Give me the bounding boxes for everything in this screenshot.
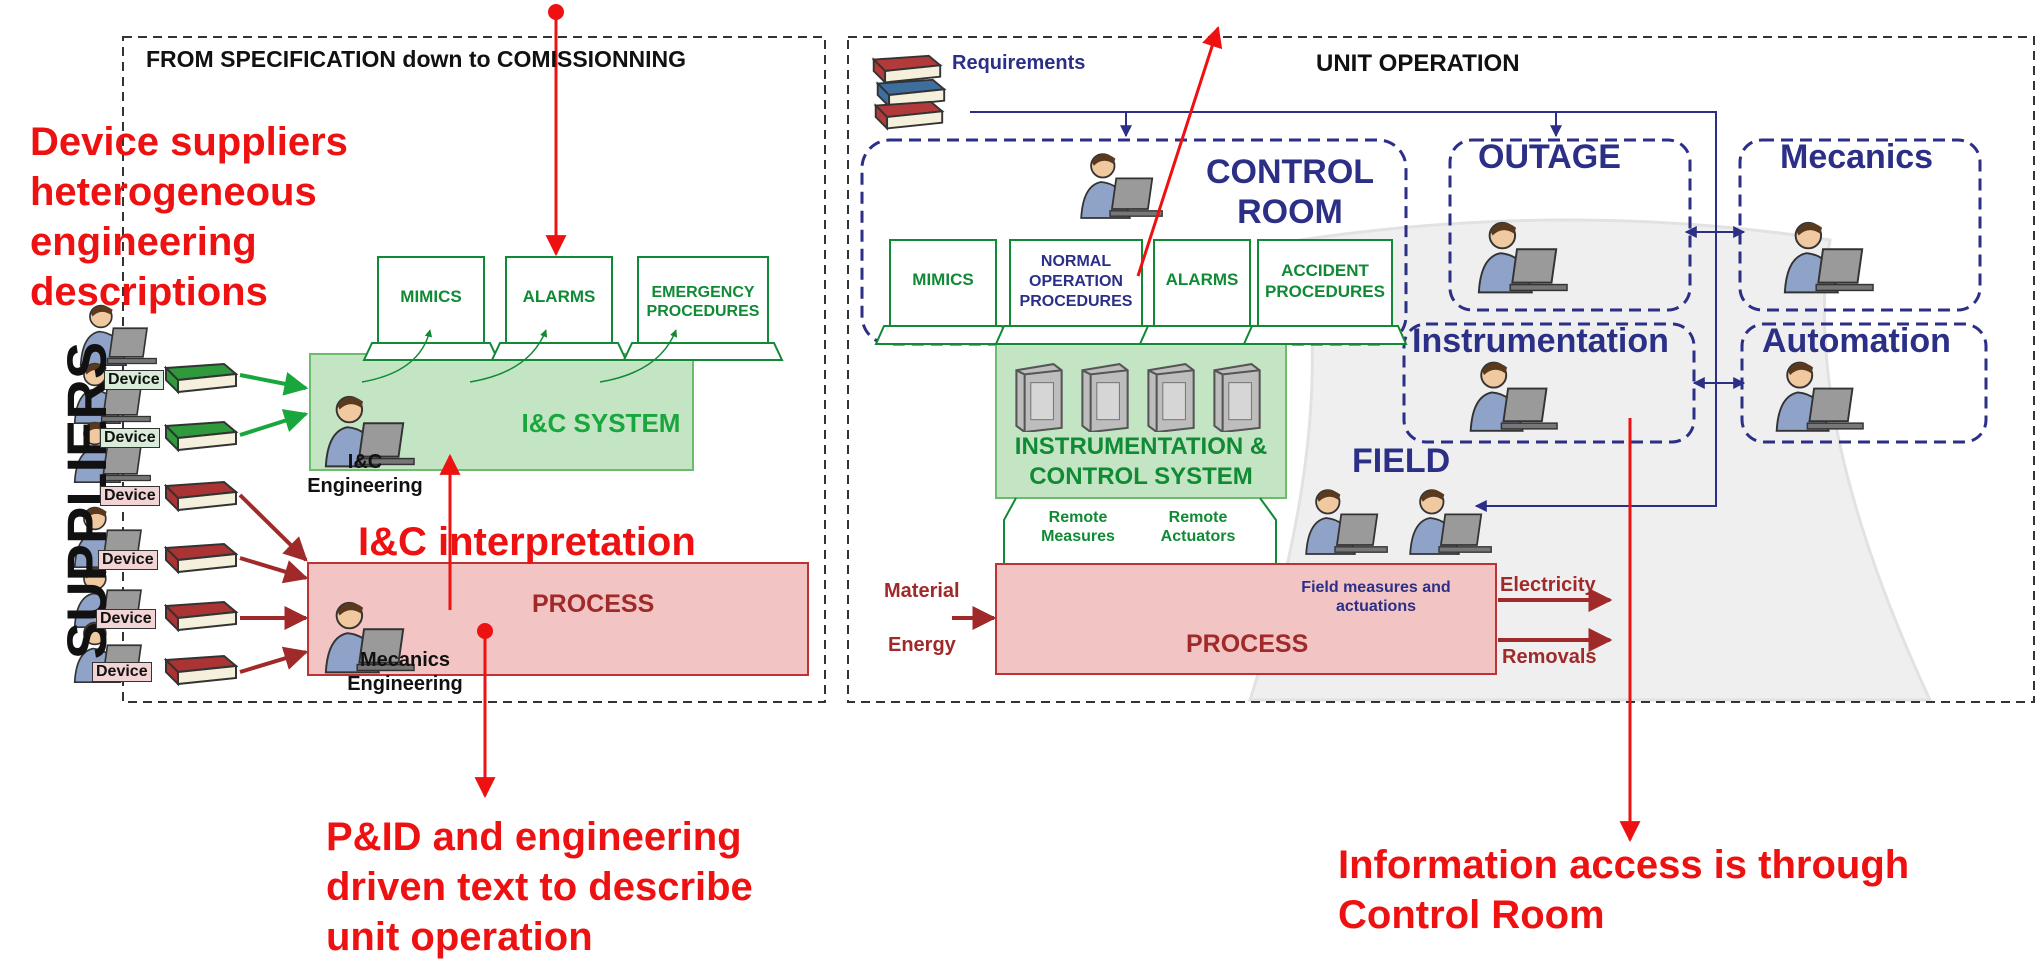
- annotation-line: unit operation: [326, 915, 593, 959]
- left-screens: [362, 256, 784, 361]
- outage-label: OUTAGE: [1478, 138, 1621, 176]
- annotation-line: Control Room: [1338, 893, 1605, 937]
- removals-label: Removals: [1502, 646, 1597, 668]
- left-screen-label: ALARMS: [522, 287, 596, 306]
- right-screen-label: MIMICS: [912, 270, 974, 289]
- left-process-label: PROCESS: [532, 590, 655, 618]
- device-label: Device: [98, 550, 158, 570]
- right-screen-label: ALARMS: [1165, 270, 1239, 289]
- field-label: FIELD: [1352, 442, 1451, 480]
- device-label: Device: [100, 428, 160, 448]
- annotation-line: Information access is through: [1338, 843, 1910, 887]
- device-suppliers-note: Device suppliers heterogeneous engineeri…: [30, 117, 348, 317]
- automation-label: Automation: [1762, 322, 1951, 360]
- right-screens: [874, 239, 1408, 345]
- energy-label: Energy: [888, 634, 956, 656]
- device-label: Device: [96, 609, 156, 629]
- book-stack-icon: [872, 54, 946, 130]
- mecanics-engineering-label: Mecanics Engineering: [347, 649, 463, 695]
- right-panel-title: UNIT OPERATION: [1316, 50, 1520, 77]
- right-screen-label: NORMAL OPERATION PROCEDURES: [1019, 253, 1133, 310]
- note-line: Device suppliers: [30, 120, 348, 164]
- ic-interpretation-label: I&C interpretation: [358, 520, 696, 564]
- right-process-label: PROCESS: [1186, 630, 1309, 658]
- pid-annotation: P&ID and engineering driven text to desc…: [326, 812, 753, 962]
- note-line: engineering: [30, 220, 257, 264]
- left-panel-border: [122, 36, 826, 703]
- right-panel-border: [847, 36, 2035, 703]
- requirements-label: Requirements: [952, 52, 1086, 74]
- remote-actuators-label: Remote Actuators: [1160, 509, 1236, 545]
- left-screen-label: MIMICS: [400, 287, 462, 306]
- left-screen-label: EMERGENCY PROCEDURES: [646, 284, 760, 320]
- electricity-label: Electricity: [1500, 574, 1596, 596]
- ic-engineering-label: I&C Engineering: [307, 451, 423, 497]
- note-line: heterogeneous: [30, 170, 317, 214]
- device-label: Device: [104, 370, 164, 390]
- left-panel-title: FROM SPECIFICATION down to COMISSIONNING: [146, 46, 687, 72]
- remote-measures-label: Remote Measures: [1041, 509, 1115, 545]
- ics-label: INSTRUMENTATION & CONTROL SYSTEM: [1014, 433, 1268, 490]
- info-access-annotation: Information access is through Control Ro…: [1338, 840, 1909, 940]
- control-room-label: CONTROL ROOM: [1205, 153, 1375, 231]
- field-measures-label: Field measures and actuations: [1301, 579, 1451, 615]
- material-label: Material: [884, 580, 960, 602]
- device-label: Device: [100, 486, 160, 506]
- instrumentation-label: Instrumentation: [1412, 322, 1669, 360]
- right-screen-label: ACCIDENT PROCEDURES: [1265, 261, 1385, 301]
- annotation-line: driven text to describe: [326, 865, 753, 909]
- device-label: Device: [92, 662, 152, 682]
- ic-system-label: I&C SYSTEM: [521, 408, 681, 438]
- annotation-line: P&ID and engineering: [326, 815, 742, 859]
- right-process-box: [995, 563, 1497, 675]
- note-line: descriptions: [30, 270, 268, 314]
- mecanics-label: Mecanics: [1780, 138, 1934, 176]
